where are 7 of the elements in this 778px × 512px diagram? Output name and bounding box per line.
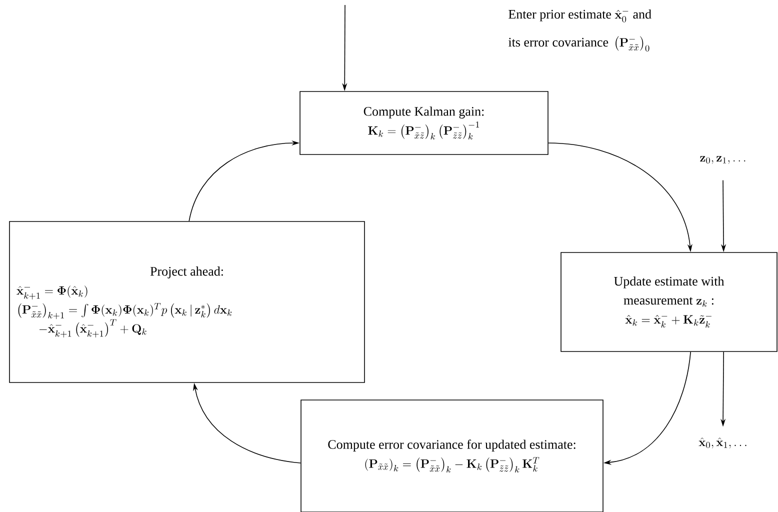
process-box: Compute error covariance for updated estimate: $\left(\mathbf{P}_{\tilde{x}\tilde{x}}\right)_k = \left(\mathbf{P}^-_{\tilde{x}\tilde{x}}\right)_k - \mathbf{K}_k \left(\mathbf{P}^-_{\tilde{z}\tilde{z}}\right)_k \mathbf{K}^T_k$ (300, 400, 604, 512)
process-box: Project ahead: $\hat{\mathbf{x}}^-_{k+1} = \mathbf{\Phi}(\hat{\mathbf{x}}_k)$ $\left(\mathbf{P}^-_{\tilde{x}\tilde{x}}\right)_{k+1} = \int \mathbf{\Phi}(\mathbf{x}_k)\mathbf{\Phi}(\mathbf{x}_k)^T p\left(\mathbf{x}_k \,|\, \mathbf{z}^*_k\right) d\mathbf{x}_k$ $-\hat{\mathbf{x}}^-_{k+1}\left(\hat{\mathbf{x}}^-_{k+1}\right)^T + \mathbf{Q}_k$ (9, 221, 365, 383)
annotation-text: $\text{Enter prior estimate } \hat{\mathbf{x}}^-_0 \text{ and}\allowbreak\ \text{its error covariance } \left(\mathbf{P}^-_{\tilde{x}\tilde{x}}\right)_0$ (508, 9, 652, 52)
input-sequence: $\mathbf{z}_0, \mathbf{z}_1, \ldots$ (700, 156, 746, 164)
process-box: $\text{Update estimate with}\allowbreak\ \text{measurement }\mathbf{z}_k\text{ :}$ $\hat{\mathbf{x}}_k = \hat{\mathbf{x}}^-_k + \mathbf{K}_k \tilde{\mathbf{z}}^-_k$ (560, 252, 778, 352)
process-box: Compute Kalman gain: $\mathbf{K}_k = \left(\mathbf{P}^-_{\tilde{x}\tilde{z}}\right)_k \left(\mathbf{P}^-_{\tilde{z}\tilde{z}}\right)^{-1}_k$ (300, 91, 548, 155)
output-sequence: $\hat{\mathbf{x}}_0, \hat{\mathbf{x}}_1, \ldots$ (698, 438, 746, 448)
